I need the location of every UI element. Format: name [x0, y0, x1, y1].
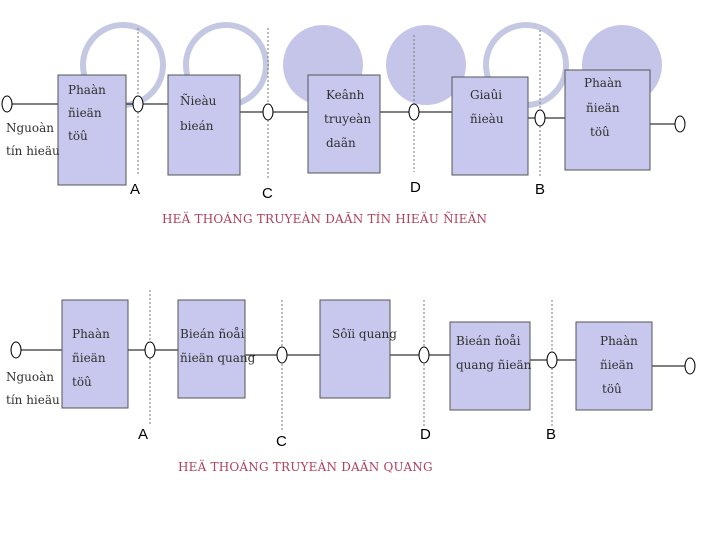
- diagram-title: HEÄ THOÁNG TRUYEÀN DAÃN TÍN HIEÄU ÑIEÄN: [162, 212, 488, 226]
- block-text: töû: [602, 382, 622, 396]
- point-label: A: [138, 426, 149, 443]
- block-demodulator: [451, 76, 529, 176]
- point-label: D: [410, 179, 421, 196]
- point-label: A: [130, 181, 141, 198]
- block-modulator: [167, 74, 241, 176]
- connector: [674, 115, 686, 133]
- block-text: Keânh: [326, 88, 365, 102]
- block-text: daãn: [326, 136, 356, 150]
- connector: [418, 346, 430, 364]
- block-text: Sôïi quang: [332, 327, 397, 341]
- block-text: töû: [68, 129, 88, 143]
- block-oe-converter: [449, 321, 531, 411]
- block-text: Ñieàu: [180, 94, 217, 108]
- source-label: tín hieäu: [6, 393, 60, 407]
- connector: [262, 103, 274, 121]
- connector: [276, 346, 288, 364]
- block-text: bieán: [180, 119, 214, 133]
- connector: [132, 95, 144, 113]
- block-eo-converter: [177, 299, 246, 399]
- source-label: Nguoàn: [6, 121, 55, 135]
- block-text: Bieán ñoåi: [180, 327, 245, 341]
- connector: [534, 109, 546, 127]
- block-text: ñieän: [600, 358, 634, 372]
- block-fiber: [319, 299, 391, 399]
- connector: [1, 95, 13, 113]
- block-channel: [307, 74, 381, 174]
- block-electronics-3: [61, 299, 129, 409]
- block-text: Phaàn: [584, 76, 622, 90]
- block-text: ñieän: [586, 101, 620, 115]
- block-text: ñieän: [72, 351, 106, 365]
- block-text: truyeàn: [324, 112, 372, 126]
- connectors: [1, 95, 696, 375]
- source-label: Nguoàn: [6, 370, 55, 384]
- block-text: Phaàn: [600, 334, 638, 348]
- diagram-title: HEÄ THOÁNG TRUYEÀN DAÃN QUANG: [178, 460, 433, 474]
- blocks: [57, 69, 653, 411]
- block-text: ñieàu: [470, 112, 504, 126]
- source-label: tín hieäu: [6, 144, 60, 158]
- block-text: Phaàn: [72, 327, 110, 341]
- block-text: quang ñieän: [456, 358, 532, 372]
- block-electronics-4: [575, 321, 653, 411]
- block-text: töû: [72, 375, 92, 389]
- block-text: ñieän: [68, 106, 102, 120]
- connector: [546, 351, 558, 369]
- block-text: ñieän quang: [180, 351, 256, 365]
- block-text: Bieán ñoåi: [456, 334, 521, 348]
- connector: [408, 103, 420, 121]
- connector: [144, 341, 156, 359]
- block-text: töû: [590, 125, 610, 139]
- block-electronics-2: [564, 69, 651, 171]
- point-label: B: [546, 426, 557, 443]
- block-text: Phaàn: [68, 83, 106, 97]
- block-electronics-1: [57, 74, 127, 186]
- deco-circle: [386, 25, 466, 105]
- point-label: B: [535, 181, 546, 198]
- point-label: D: [420, 426, 431, 443]
- connector: [684, 357, 696, 375]
- point-label: C: [276, 433, 287, 450]
- point-label: C: [262, 185, 273, 202]
- connector: [10, 341, 22, 359]
- block-text: Giaûi: [470, 88, 503, 102]
